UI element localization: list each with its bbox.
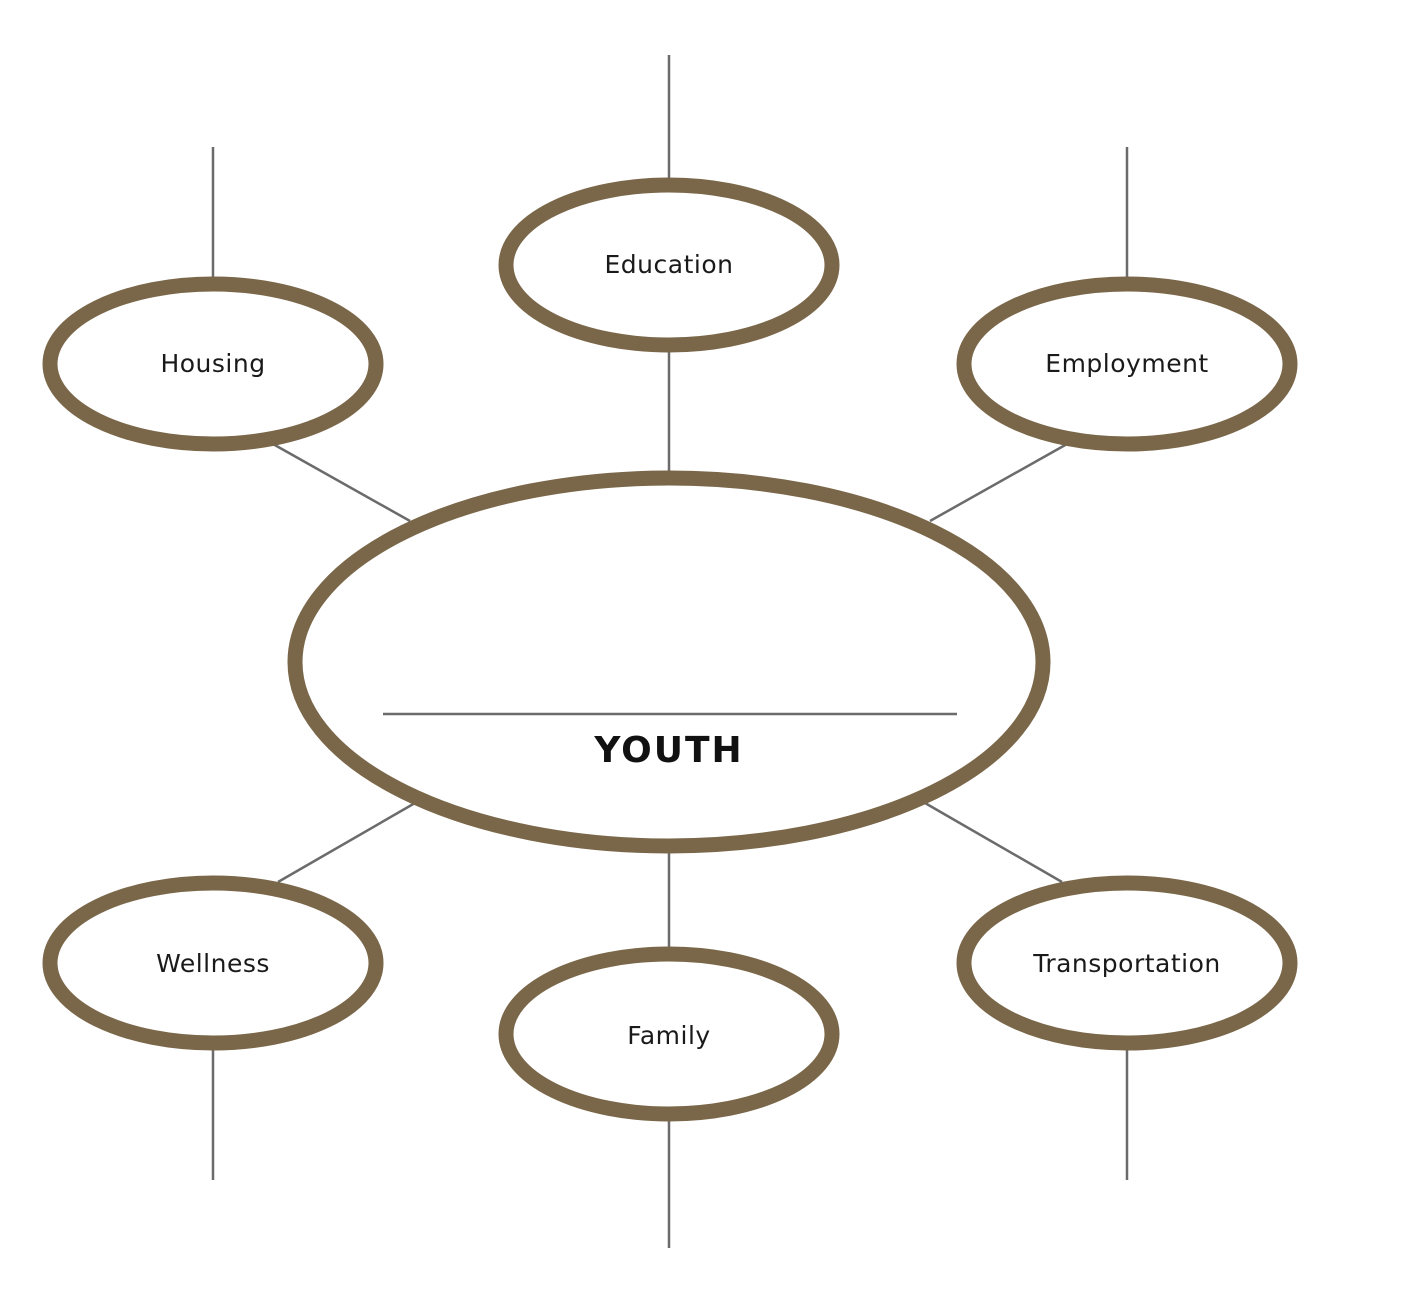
node-transportation: Transportation: [956, 875, 1298, 1051]
wellness-label: Wellness: [156, 949, 270, 978]
employment-connector: [929, 442, 1068, 523]
transportation-connector: [924, 801, 1063, 884]
center-ellipse: [287, 470, 1051, 854]
family-ellipse: [498, 946, 840, 1122]
center-label: YOUTH: [593, 730, 743, 771]
education-ellipse: [498, 177, 840, 353]
housing-ellipse: [42, 276, 384, 452]
node-family: Family: [498, 946, 840, 1122]
node-education: Education: [498, 177, 840, 353]
family-label: Family: [627, 1021, 710, 1050]
employment-label: Employment: [1045, 349, 1208, 378]
wellness-connector: [277, 801, 416, 884]
transportation-ellipse: [956, 875, 1298, 1051]
transportation-label: Transportation: [1032, 949, 1221, 978]
housing-label: Housing: [160, 349, 265, 378]
node-housing: Housing: [42, 276, 384, 452]
housing-connector: [272, 442, 411, 523]
node-employment: Employment: [956, 276, 1298, 452]
employment-ellipse: [956, 276, 1298, 452]
connectors: [211, 55, 1129, 1248]
center-node: YOUTH: [287, 470, 1051, 854]
wellness-ellipse: [42, 875, 384, 1051]
education-label: Education: [605, 250, 734, 279]
node-wellness: Wellness: [42, 875, 384, 1051]
